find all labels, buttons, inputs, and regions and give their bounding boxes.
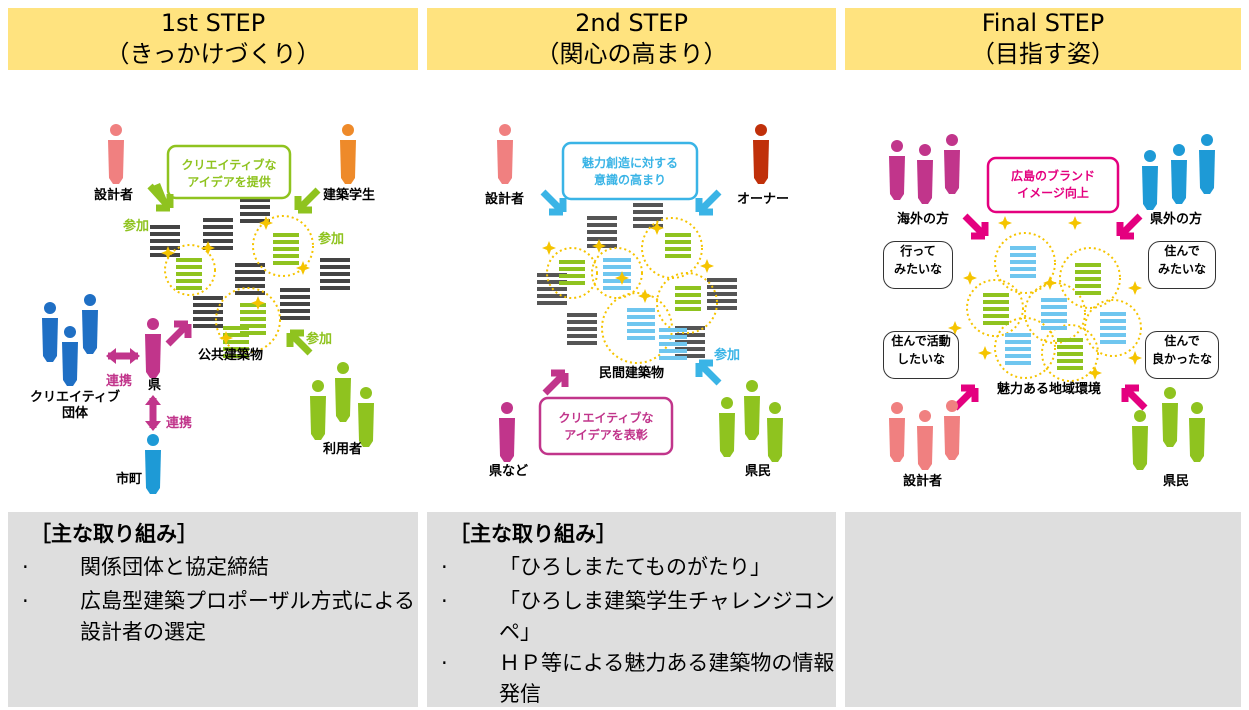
bullet-text: 「ひろしまたてものがたり」 (499, 555, 771, 579)
bullet-item: ·広島型建築プロポーザル方式による設計者の選定 (22, 586, 422, 648)
city-label: 市町 (116, 472, 143, 487)
bullet-text: ＨＰ等による魅力ある建築物の情報発信 (499, 651, 835, 706)
step-header-1: 1st STEP （きっかけづくり） (8, 8, 418, 70)
person-icon (335, 362, 351, 422)
awareness-box (561, 141, 699, 201)
step1-panel: ［主な取り組み］ ·関係団体と協定締結 ·広島型建築プロポーザル方式による設計者… (8, 512, 418, 707)
building-icon (320, 258, 350, 290)
person-icon (310, 380, 326, 440)
idea-box (166, 144, 292, 200)
panel-title: ［主な取り組み］ (30, 522, 198, 546)
award-box-text: クリエイティブな アイデアを表彰 (558, 411, 654, 442)
person-icon (145, 318, 161, 378)
step-column-3: Final STEP （目指す姿） (845, 8, 1241, 489)
step2-panel: ［主な取り組み］ ·「ひろしまたてものがたり」 ·「ひろしま建築学生チャレンジコ… (427, 512, 836, 707)
person-icon (42, 302, 58, 362)
step-title: Final STEP (981, 9, 1105, 37)
overseas-label: 海外の方 (897, 212, 950, 227)
users-label: 利用者 (323, 442, 363, 457)
step1-illustration: クリエイティブな アイデアを提供 設計者 建築学生 参加 参加 参加 公共建築物… (8, 98, 418, 508)
step-header-2: 2nd STEP （関心の高まり） (427, 8, 836, 70)
prefecture-label: 県 (148, 378, 162, 393)
idea-box-text: クリエイティブな アイデアを提供 (181, 158, 277, 189)
brand-box (986, 156, 1120, 214)
join-label: 参加 (123, 219, 150, 234)
person-icon (108, 124, 124, 184)
person-icon (62, 326, 78, 386)
green-building-icon (176, 258, 202, 290)
link-label: 連携 (166, 416, 193, 431)
bullet-text: 「ひろしま建築学生チャレンジコンペ」 (499, 589, 835, 644)
step2-illustration: 魅力創造に対する 意識の高まり クリエイティブな アイデアを表彰 設計者 オーナ… (427, 98, 836, 508)
creative-org-label: クリエイティブ 団体 (30, 390, 120, 421)
person-icon (340, 124, 356, 184)
designer-label: 設計者 (903, 474, 943, 489)
designer-label: 設計者 (485, 192, 525, 207)
residents-label: 県民 (745, 464, 772, 479)
bullet-text: 関係団体と協定締結 (80, 555, 269, 579)
student-label: 建築学生 (323, 188, 376, 203)
owner-label: オーナー (737, 192, 790, 207)
join-label: 参加 (714, 348, 741, 363)
speech-bubble: 住んで活動 したいな (883, 331, 959, 379)
bullet-item: ·「ひろしま建築学生チャレンジコンペ」 (441, 586, 841, 648)
person-icon (82, 294, 98, 354)
step1-diagram (42, 124, 374, 494)
green-building-icon (273, 233, 299, 265)
speech-bubble: 行って みたいな (883, 241, 953, 289)
pref-etc-label: 県など (489, 464, 529, 479)
green-building-icon (240, 303, 266, 335)
outside-pref-label: 県外の方 (1150, 212, 1203, 227)
final-illustration: 広島のブランド イメージ向上 海外の方 県外の方 行って みたいな 住んで みた… (845, 98, 1241, 508)
link-label: 連携 (106, 374, 133, 389)
designer-label: 設計者 (94, 188, 134, 203)
person-icon (145, 434, 161, 494)
final-diagram (889, 134, 1215, 470)
building-icon (193, 296, 223, 328)
bullet-item: ·ＨＰ等による魅力ある建築物の情報発信 (441, 648, 841, 710)
building-icon (235, 263, 265, 295)
public-building-label: 公共建築物 (198, 348, 264, 363)
building-icon (280, 288, 310, 320)
step-title: 1st STEP (160, 9, 266, 37)
awareness-box-text: 魅力創造に対する 意識の高まり (581, 156, 678, 187)
residents-label: 県民 (1163, 474, 1190, 489)
step2-diagram (497, 124, 783, 462)
step-column-1: 1st STEP （きっかけづくり） (8, 8, 418, 494)
speech-bubble: 住んで みたいな (1148, 241, 1216, 289)
step-subtitle: （目指す姿） (971, 40, 1115, 68)
step-header-3: Final STEP （目指す姿） (845, 8, 1241, 70)
bullet-text: 広島型建築プロポーザル方式による設計者の選定 (80, 589, 415, 644)
step-subtitle: （きっかけづくり） (105, 40, 321, 68)
bullet-item: ·「ひろしまたてものがたり」 (441, 552, 841, 583)
panel-title: ［主な取り組み］ (449, 522, 617, 546)
step-subtitle: （関心の高まり） (535, 40, 728, 68)
brand-box-text: 広島のブランド イメージ向上 (1010, 169, 1095, 200)
private-building-label: 民間建築物 (599, 366, 665, 381)
join-label: 参加 (306, 332, 333, 347)
award-box (538, 396, 674, 456)
step-title: 2nd STEP (575, 9, 688, 37)
environment-label: 魅力ある地域環境 (997, 382, 1102, 397)
speech-bubble: 住んで 良かったな (1145, 331, 1219, 379)
bullet-item: ·関係団体と協定締結 (22, 552, 422, 583)
step-column-2: 2nd STEP （関心の高まり） (427, 8, 836, 479)
final-panel (845, 512, 1241, 707)
join-label: 参加 (318, 232, 345, 247)
